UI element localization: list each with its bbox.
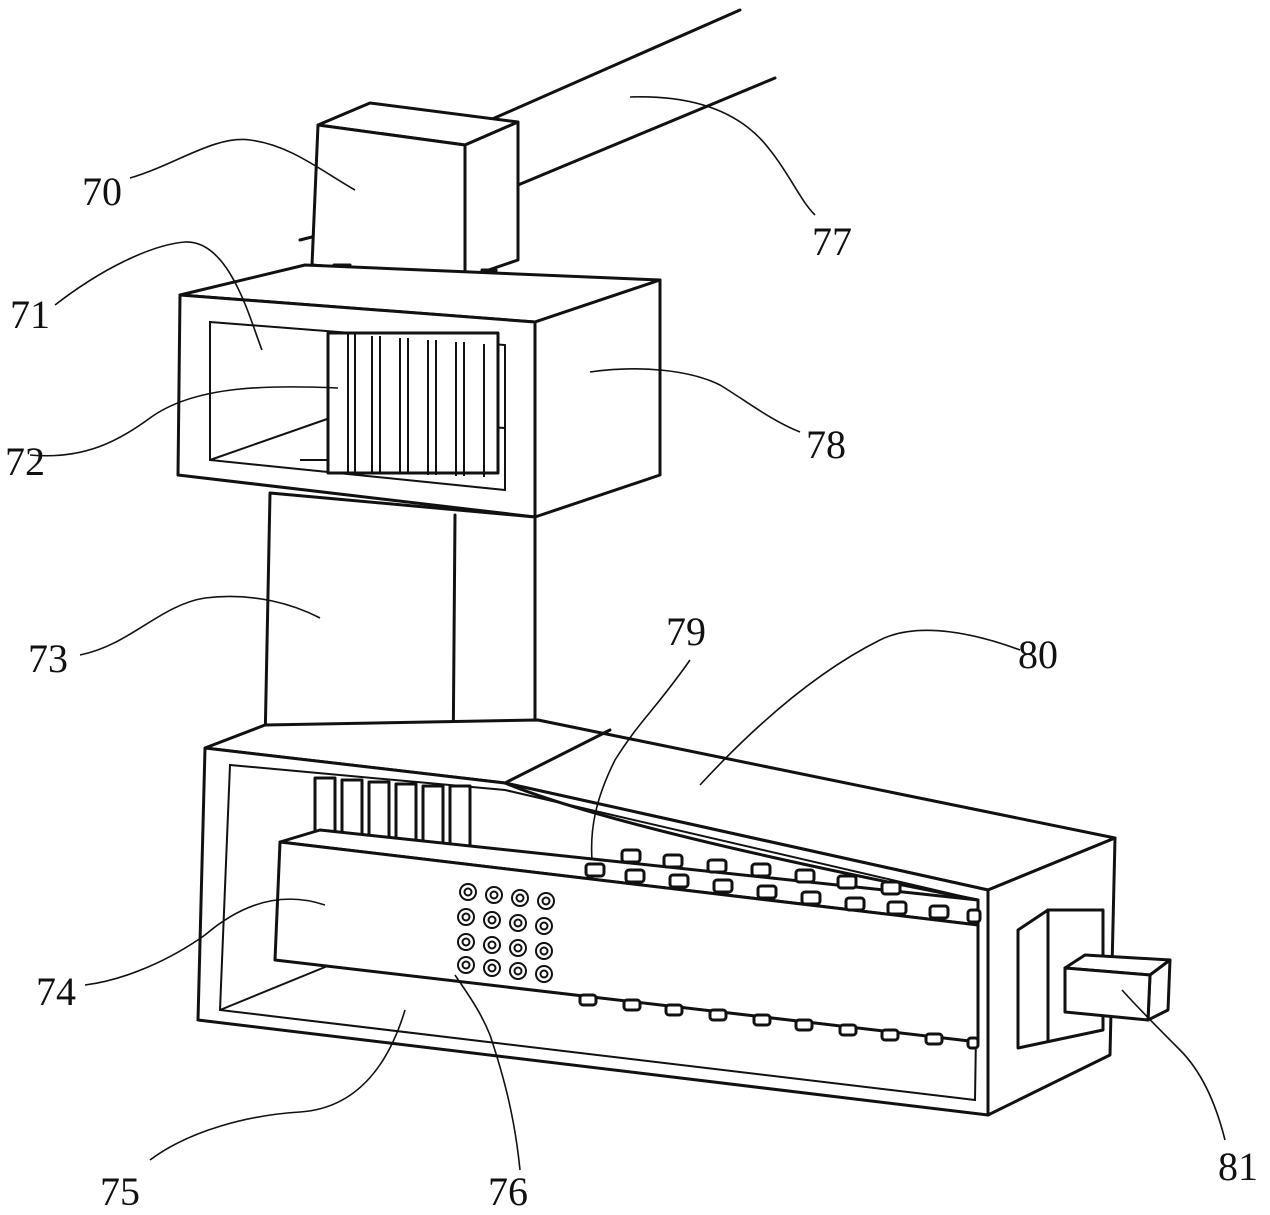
leader-lines: [29, 96, 1226, 1171]
label-79: 79: [666, 609, 706, 654]
label-70: 70: [82, 169, 122, 214]
leader-79: [590, 659, 691, 861]
leader-81: [1121, 989, 1226, 1141]
component-70-top-block: [310, 101, 520, 280]
leader-70: [129, 138, 356, 191]
lower-peg-row: [578, 993, 980, 1050]
leader-74: [84, 898, 326, 986]
label-72: 72: [5, 439, 45, 484]
leader-73: [79, 595, 321, 656]
component-79-peg-row: [584, 848, 982, 924]
component-76-hole-grid: [457, 883, 555, 983]
label-78: 78: [806, 422, 846, 467]
leader-71: [54, 241, 263, 351]
leader-72: [29, 386, 339, 457]
component-72-tube-bundle: [300, 331, 500, 477]
label-71: 71: [10, 292, 50, 337]
component-81-side-motor: [1016, 908, 1172, 1050]
leader-77: [629, 96, 816, 216]
label-73: 73: [28, 636, 68, 681]
label-75: 75: [100, 1169, 140, 1214]
leader-76: [454, 974, 521, 1171]
label-77: 77: [812, 219, 852, 264]
leader-78: [589, 368, 801, 433]
leader-75: [149, 1009, 406, 1161]
label-80: 80: [1018, 632, 1058, 677]
label-76: 76: [488, 1169, 528, 1214]
label-74: 74: [36, 969, 76, 1014]
leader-80: [699, 629, 1021, 786]
label-81: 81: [1218, 1144, 1258, 1189]
reference-labels: 70 71 72 73 74 75 76 77 78 79 80 81: [5, 169, 1258, 1214]
